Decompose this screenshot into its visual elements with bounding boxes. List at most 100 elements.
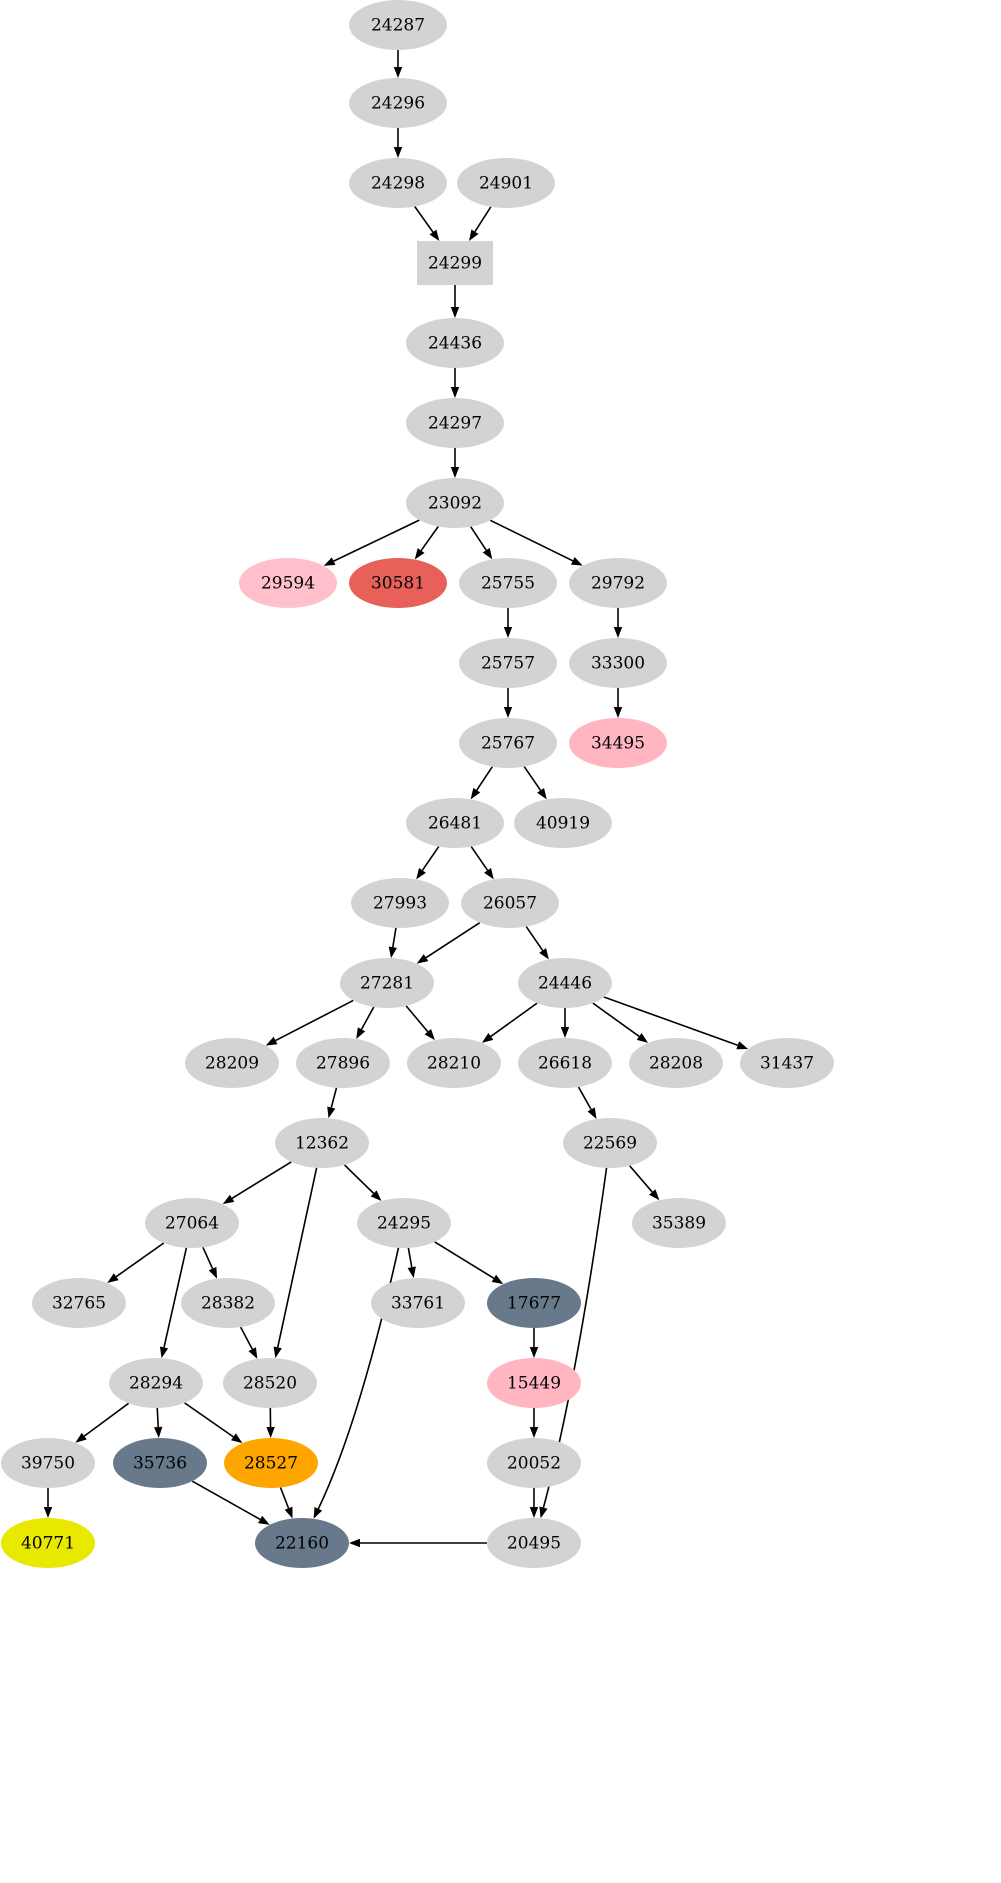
graph-node[interactable]: 30581 bbox=[349, 558, 447, 608]
graph-node[interactable]: 26481 bbox=[406, 798, 504, 848]
graph-node[interactable]: 28209 bbox=[185, 1038, 279, 1088]
graph-node[interactable]: 27281 bbox=[340, 958, 434, 1008]
graph-node[interactable]: 40771 bbox=[1, 1518, 95, 1568]
edge-arrowhead bbox=[265, 1036, 278, 1046]
graph-node[interactable]: 28294 bbox=[109, 1358, 203, 1408]
edge-arrowhead bbox=[107, 1273, 119, 1284]
graph-node[interactable]: 24436 bbox=[406, 318, 504, 368]
edge-arrowhead bbox=[424, 1029, 435, 1041]
graph-node[interactable]: 24901 bbox=[457, 158, 555, 208]
graph-node[interactable]: 28210 bbox=[407, 1038, 501, 1088]
node-rect[interactable] bbox=[417, 241, 493, 285]
node-ellipse[interactable] bbox=[518, 958, 612, 1008]
node-ellipse[interactable] bbox=[185, 1038, 279, 1088]
node-ellipse[interactable] bbox=[487, 1358, 581, 1408]
node-ellipse[interactable] bbox=[740, 1038, 834, 1088]
node-ellipse[interactable] bbox=[349, 78, 447, 128]
graph-node[interactable]: 33300 bbox=[569, 638, 667, 688]
graph-node[interactable]: 35736 bbox=[113, 1438, 207, 1488]
node-ellipse[interactable] bbox=[487, 1278, 581, 1328]
node-ellipse[interactable] bbox=[487, 1518, 581, 1568]
node-ellipse[interactable] bbox=[296, 1038, 390, 1088]
node-ellipse[interactable] bbox=[459, 638, 557, 688]
graph-node[interactable]: 26618 bbox=[518, 1038, 612, 1088]
graph-node[interactable]: 15449 bbox=[487, 1358, 581, 1408]
graph-node[interactable]: 24298 bbox=[349, 158, 447, 208]
graph-node[interactable]: 20052 bbox=[487, 1438, 581, 1488]
node-ellipse[interactable] bbox=[1, 1438, 95, 1488]
graph-node[interactable]: 23092 bbox=[406, 478, 504, 528]
node-ellipse[interactable] bbox=[629, 1038, 723, 1088]
node-ellipse[interactable] bbox=[340, 958, 434, 1008]
graph-node[interactable]: 34495 bbox=[569, 718, 667, 768]
graph-node[interactable]: 28208 bbox=[629, 1038, 723, 1088]
graph-node[interactable]: 40919 bbox=[514, 798, 612, 848]
node-ellipse[interactable] bbox=[351, 878, 449, 928]
node-ellipse[interactable] bbox=[349, 158, 447, 208]
node-ellipse[interactable] bbox=[145, 1198, 239, 1248]
node-ellipse[interactable] bbox=[113, 1438, 207, 1488]
graph-node[interactable]: 27993 bbox=[351, 878, 449, 928]
node-ellipse[interactable] bbox=[109, 1358, 203, 1408]
node-ellipse[interactable] bbox=[406, 798, 504, 848]
node-ellipse[interactable] bbox=[275, 1118, 369, 1168]
node-ellipse[interactable] bbox=[181, 1278, 275, 1328]
graph-node[interactable]: 28382 bbox=[181, 1278, 275, 1328]
graph-node[interactable]: 25767 bbox=[459, 718, 557, 768]
graph-node[interactable]: 24297 bbox=[406, 398, 504, 448]
edge-arrowhead bbox=[414, 548, 425, 560]
graph-node[interactable]: 24296 bbox=[349, 78, 447, 128]
graph-node[interactable]: 26057 bbox=[461, 878, 559, 928]
graph-node[interactable]: 22160 bbox=[255, 1518, 349, 1568]
graph-node[interactable]: 31437 bbox=[740, 1038, 834, 1088]
graph-node[interactable]: 32765 bbox=[32, 1278, 126, 1328]
node-ellipse[interactable] bbox=[223, 1358, 317, 1408]
node-ellipse[interactable] bbox=[457, 158, 555, 208]
node-ellipse[interactable] bbox=[349, 0, 447, 50]
node-ellipse[interactable] bbox=[406, 398, 504, 448]
graph-node[interactable]: 29594 bbox=[239, 558, 337, 608]
graph-node[interactable]: 24287 bbox=[349, 0, 447, 50]
node-ellipse[interactable] bbox=[224, 1438, 318, 1488]
node-ellipse[interactable] bbox=[518, 1038, 612, 1088]
node-ellipse[interactable] bbox=[32, 1278, 126, 1328]
graph-node[interactable]: 27064 bbox=[145, 1198, 239, 1248]
node-ellipse[interactable] bbox=[255, 1518, 349, 1568]
graph-node[interactable]: 35389 bbox=[632, 1198, 726, 1248]
graph-node[interactable]: 17677 bbox=[487, 1278, 581, 1328]
graph-node[interactable]: 39750 bbox=[1, 1438, 95, 1488]
node-ellipse[interactable] bbox=[461, 878, 559, 928]
node-ellipse[interactable] bbox=[357, 1198, 451, 1248]
graph-node[interactable]: 12362 bbox=[275, 1118, 369, 1168]
graph-node[interactable]: 25757 bbox=[459, 638, 557, 688]
node-ellipse[interactable] bbox=[459, 718, 557, 768]
node-ellipse[interactable] bbox=[239, 558, 337, 608]
edge-arrowhead bbox=[222, 1194, 235, 1205]
node-ellipse[interactable] bbox=[569, 558, 667, 608]
graph-node[interactable]: 25755 bbox=[459, 558, 557, 608]
node-ellipse[interactable] bbox=[563, 1118, 657, 1168]
node-ellipse[interactable] bbox=[487, 1438, 581, 1488]
node-ellipse[interactable] bbox=[407, 1038, 501, 1088]
graph-node[interactable]: 29792 bbox=[569, 558, 667, 608]
node-ellipse[interactable] bbox=[406, 318, 504, 368]
node-ellipse[interactable] bbox=[569, 718, 667, 768]
node-ellipse[interactable] bbox=[1, 1518, 95, 1568]
node-ellipse[interactable] bbox=[459, 558, 557, 608]
graph-node[interactable]: 22569 bbox=[563, 1118, 657, 1168]
graph-node[interactable]: 24446 bbox=[518, 958, 612, 1008]
graph-node[interactable]: 28527 bbox=[224, 1438, 318, 1488]
graph-node[interactable]: 24295 bbox=[357, 1198, 451, 1248]
node-ellipse[interactable] bbox=[349, 558, 447, 608]
graph-node[interactable]: 27896 bbox=[296, 1038, 390, 1088]
graph-node[interactable]: 28520 bbox=[223, 1358, 317, 1408]
node-ellipse[interactable] bbox=[632, 1198, 726, 1248]
graph-node[interactable]: 33761 bbox=[371, 1278, 465, 1328]
node-ellipse[interactable] bbox=[514, 798, 612, 848]
graph-node[interactable]: 24299 bbox=[417, 241, 493, 285]
node-ellipse[interactable] bbox=[569, 638, 667, 688]
graph-node[interactable]: 20495 bbox=[487, 1518, 581, 1568]
node-ellipse[interactable] bbox=[371, 1278, 465, 1328]
node-ellipse[interactable] bbox=[406, 478, 504, 528]
